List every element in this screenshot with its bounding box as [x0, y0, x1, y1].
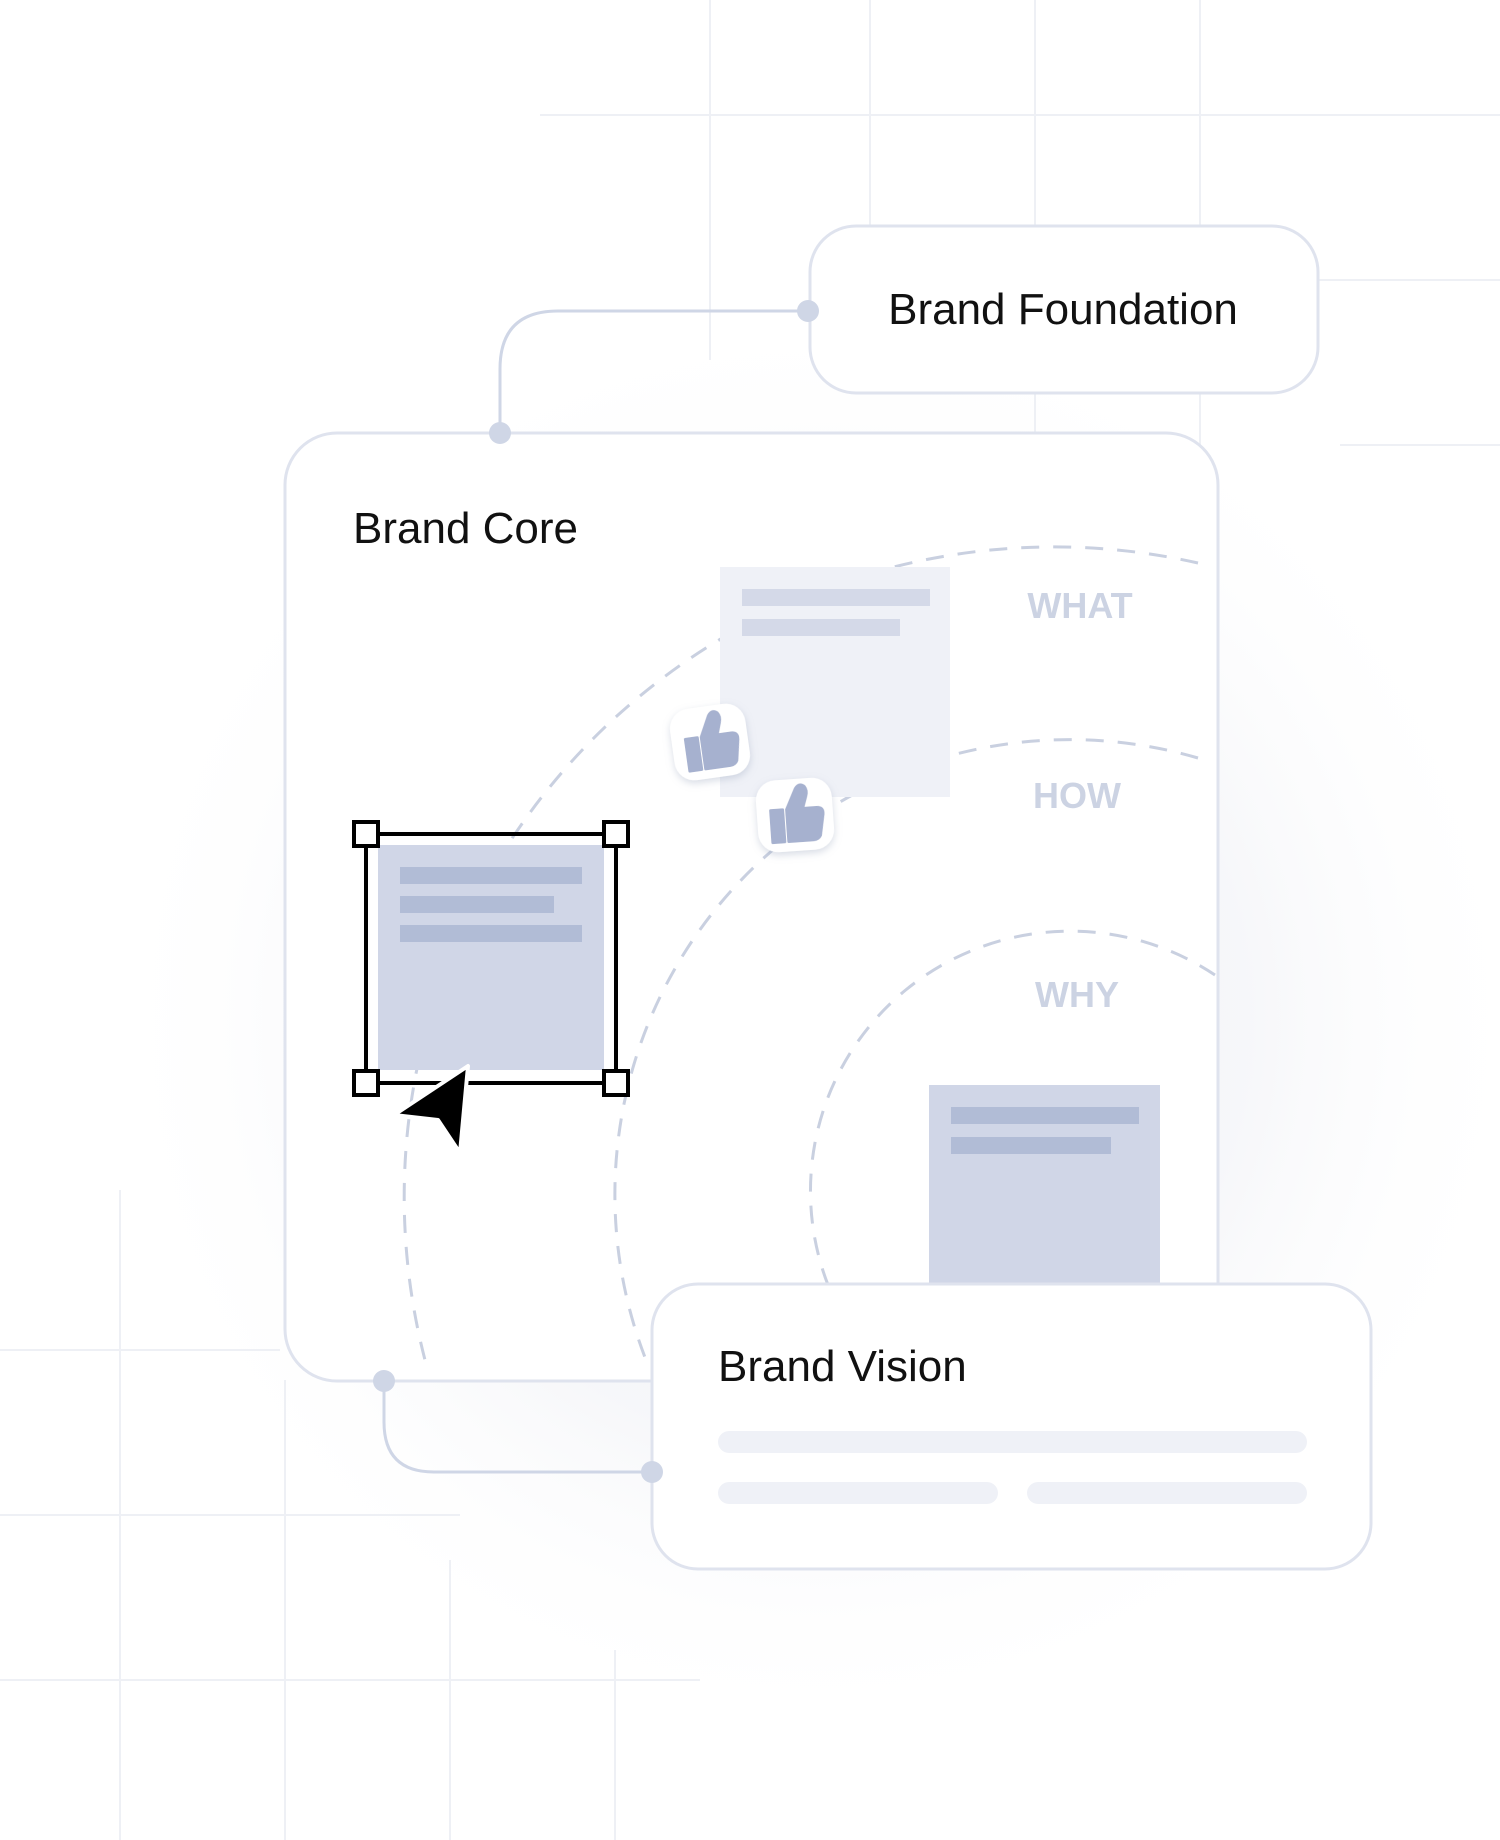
resize-handle-bottom-left[interactable]: [352, 1069, 380, 1097]
selected-placeholder-block[interactable]: [378, 845, 604, 1070]
thumbs-up-icon: [669, 703, 751, 781]
ring-what: [402, 545, 1199, 1361]
placeholder-block-what[interactable]: [720, 567, 950, 797]
ring-label-why: WHY: [1035, 974, 1119, 1015]
ring-arcs: [402, 545, 1216, 1366]
placeholder-block-why[interactable]: [929, 1085, 1160, 1285]
placeholder-line: [400, 925, 582, 942]
connector-foundation-core: [498, 309, 808, 432]
vision-placeholder-line: [1027, 1482, 1307, 1504]
connector-core-vision: [382, 1381, 652, 1474]
brand-core-title: Brand Core: [353, 504, 578, 553]
brand-foundation-card[interactable]: Brand Foundation: [797, 224, 1320, 395]
ring-label-what: WHAT: [1027, 585, 1132, 626]
connector-dot: [797, 300, 819, 322]
cursor-arrow-icon: [392, 1064, 470, 1155]
resize-handle-top-right[interactable]: [602, 820, 630, 848]
connector-dot: [641, 1461, 663, 1483]
ring-label-how: HOW: [1033, 775, 1121, 816]
brand-vision-card[interactable]: Brand Vision: [641, 1282, 1373, 1571]
brand-core-card[interactable]: Brand Core WHAT HOW WHY: [283, 422, 1220, 1392]
vision-placeholder-line: [718, 1431, 1307, 1453]
placeholder-line: [400, 896, 554, 913]
selection-frame[interactable]: [352, 820, 630, 1097]
thumbs-up-icon: [755, 777, 835, 853]
brand-foundation-title: Brand Foundation: [888, 285, 1238, 334]
ring-why: [809, 929, 1216, 1291]
connector-dot: [489, 422, 511, 444]
placeholder-line: [742, 589, 930, 606]
placeholder-line: [742, 619, 900, 636]
resize-handle-top-left[interactable]: [352, 820, 380, 848]
placeholder-line: [951, 1107, 1139, 1124]
placeholder-line: [951, 1137, 1111, 1154]
brand-vision-title: Brand Vision: [718, 1342, 967, 1391]
vision-placeholder-line: [718, 1482, 998, 1504]
placeholder-line: [400, 867, 582, 884]
resize-handle-bottom-right[interactable]: [602, 1069, 630, 1097]
